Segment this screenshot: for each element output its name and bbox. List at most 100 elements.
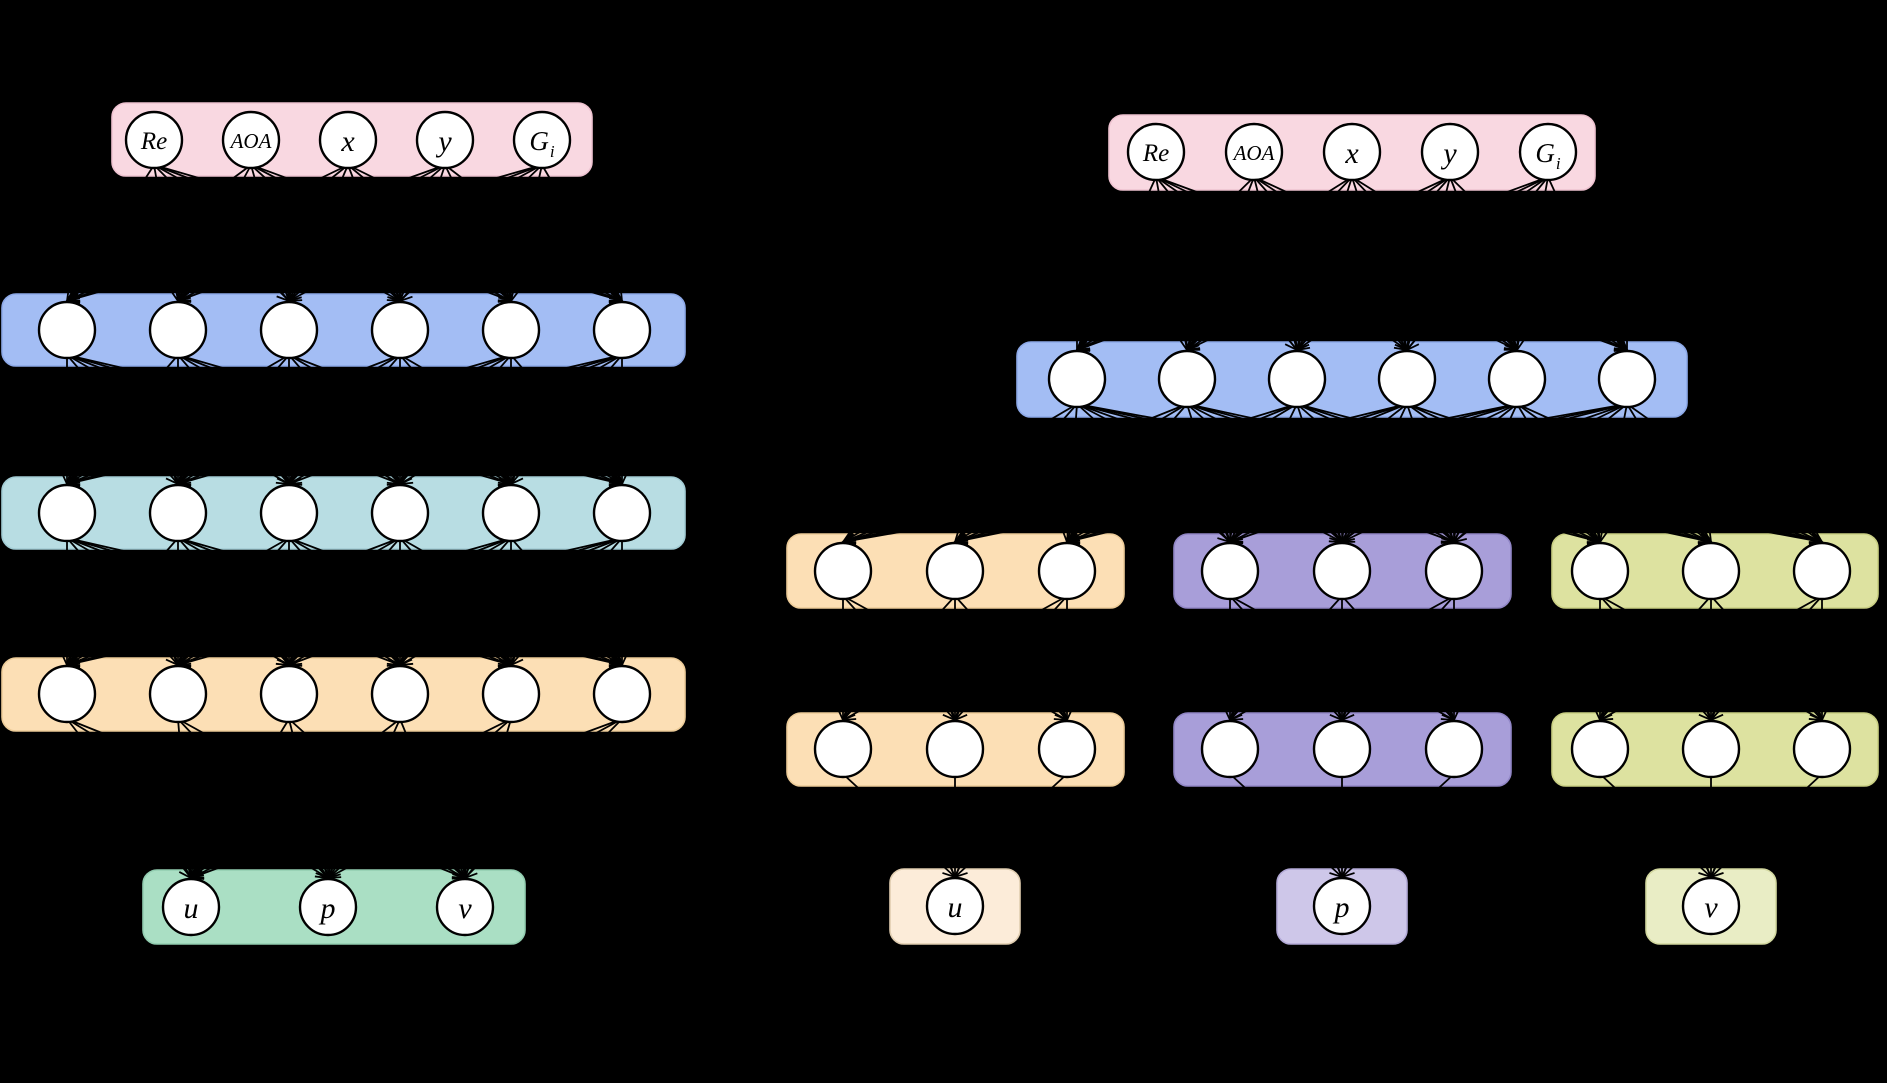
left-network-hidden3-neuron	[370, 664, 430, 724]
connection-line	[153, 164, 400, 301]
left-network-hidden1-neuron	[370, 300, 430, 360]
left-network-input-neuron-label: Gi	[529, 126, 555, 161]
right-network-branch-p-hidden1-neuron	[1200, 541, 1260, 601]
connection-line	[1230, 403, 1518, 542]
connection-line	[67, 537, 179, 665]
right-network-branch-p-hidden2-neuron	[1424, 719, 1484, 779]
right-network-branch-v-hidden2-neuron	[1570, 719, 1630, 779]
connection-line	[250, 164, 400, 301]
connection-line	[66, 718, 328, 878]
connection-line	[1230, 403, 1408, 542]
right-network-output-v-neuron	[1681, 876, 1741, 936]
connection-line	[67, 164, 155, 301]
connection-line	[177, 718, 191, 878]
connection-line	[1077, 176, 1255, 350]
right-network-shared-hidden-box	[1016, 341, 1688, 418]
connection-line	[67, 537, 401, 665]
right-network-shared-hidden-neuron	[1157, 349, 1217, 409]
connection-line	[400, 537, 623, 665]
right-network-output-u-neuron-label: u	[948, 891, 963, 924]
connection-line	[1351, 176, 1407, 350]
connection-line	[153, 164, 511, 301]
left-network-hidden1-neuron	[37, 300, 97, 360]
connection-line	[153, 164, 178, 301]
neuron-label-subscript: i	[1556, 154, 1561, 173]
left-network-hidden3-neuron	[148, 664, 208, 724]
right-network-shared-hidden-neuron	[1487, 349, 1547, 409]
connection-line	[66, 718, 465, 878]
right-network-output-u-neuron	[925, 876, 985, 936]
connection-line	[1077, 176, 1353, 350]
connection-line	[843, 403, 1518, 542]
connection-line	[1253, 176, 1627, 350]
right-network-input-neuron-label: Gi	[1535, 138, 1561, 173]
left-network-input-neuron-label: Re	[140, 128, 167, 155]
connection-line	[1155, 176, 1517, 350]
connection-line	[465, 718, 512, 878]
connection-line	[1342, 403, 1628, 542]
connection-line	[1351, 176, 1627, 350]
right-network-branch-u-hidden2-neuron	[1037, 719, 1097, 779]
connection-line	[328, 718, 512, 878]
connection-line	[347, 164, 622, 301]
connection-line	[1076, 403, 1230, 542]
connection-line	[347, 164, 511, 301]
connection-line	[1186, 403, 1230, 542]
connection-line	[288, 718, 328, 878]
connection-line	[153, 164, 289, 301]
connection-line	[400, 164, 446, 301]
left-network-input-neuron	[124, 110, 184, 170]
left-network-input-neuron-label: y	[435, 125, 452, 158]
connection-line	[1296, 403, 1600, 542]
left-network-hidden1-neuron	[148, 300, 208, 360]
right-network-branch-u-hidden2-neuron	[813, 719, 873, 779]
connection-line	[1406, 403, 1600, 542]
connection-line	[178, 164, 446, 301]
connection-line	[1449, 176, 1517, 350]
connection-line	[178, 164, 349, 301]
connection-line	[347, 164, 400, 301]
connection-line	[1253, 176, 1407, 350]
right-network-output-p-neuron	[1312, 876, 1372, 936]
connection-line	[1297, 176, 1549, 350]
connection-line	[289, 537, 623, 665]
left-network-input-neuron	[318, 110, 378, 170]
left-network-hidden3-neuron	[37, 664, 97, 724]
connection-line	[1342, 595, 1455, 720]
connection-line	[1230, 403, 1298, 542]
connection-line	[1230, 595, 1455, 720]
connection-line	[1155, 176, 1627, 350]
connection-line	[1517, 176, 1549, 350]
connection-line	[1077, 176, 1157, 350]
left-network-hidden1-box	[1, 293, 686, 367]
right-network-branch-u-hidden2-neuron	[925, 719, 985, 779]
connection-line	[67, 354, 401, 484]
right-network-branch-v-hidden2-neuron	[1681, 719, 1741, 779]
connection-line	[67, 164, 252, 301]
connection-line	[1449, 176, 1627, 350]
connection-line	[178, 164, 543, 301]
connection-line	[1516, 403, 1600, 542]
right-network-branch-v-hidden1-neuron	[1792, 541, 1852, 601]
right-network-shared-hidden-neuron	[1377, 349, 1437, 409]
connection-line	[177, 718, 328, 878]
connection-line	[67, 537, 512, 665]
connection-line	[67, 354, 623, 484]
left-network-hidden1-neuron	[259, 300, 319, 360]
connection-line	[1600, 403, 1628, 542]
connection-line	[1600, 595, 1823, 720]
connection-line	[1454, 403, 1628, 542]
connection-line	[191, 718, 290, 878]
connection-line	[1187, 176, 1353, 350]
connection-line	[400, 354, 623, 484]
right-network-branch-v-hidden2-neuron	[1792, 719, 1852, 779]
right-network-input-neuron-label: AOA	[1232, 141, 1275, 165]
left-network-input-neuron	[415, 110, 475, 170]
right-network-branch-p-hidden1-neuron	[1312, 541, 1372, 601]
connection-line	[328, 718, 623, 878]
left-network-hidden2-neuron	[148, 483, 208, 543]
connection-line	[67, 354, 179, 484]
right-network-input-neuron	[1322, 122, 1382, 182]
